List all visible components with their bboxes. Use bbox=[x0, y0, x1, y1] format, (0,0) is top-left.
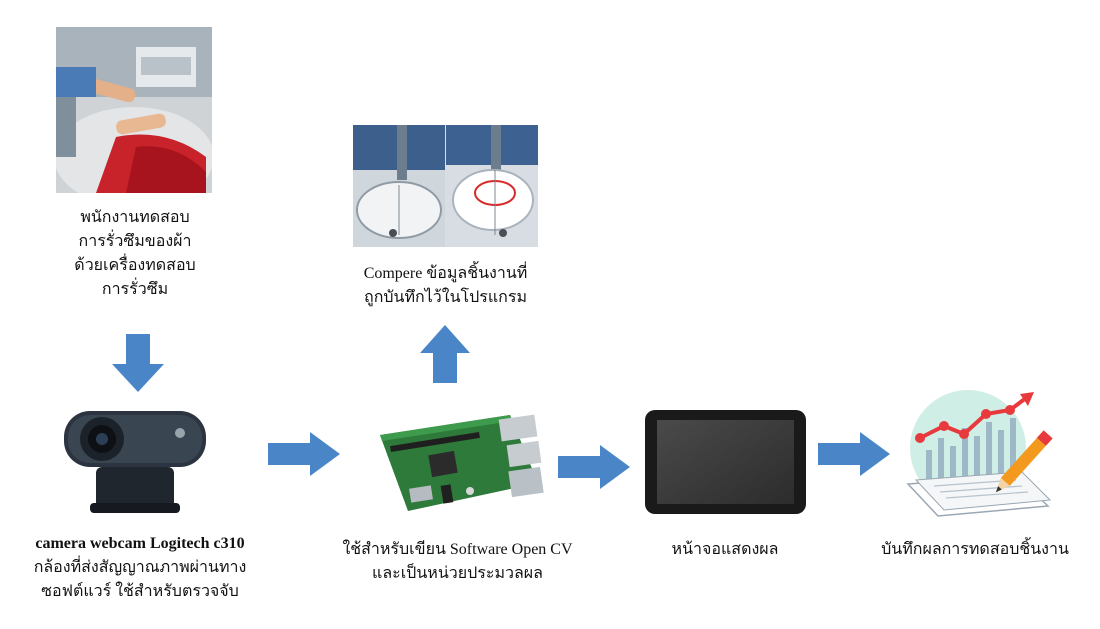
compare-caption: Compere ข้อมูลชิ้นงานที่ ถูกบันทึกไว้ในโ… bbox=[363, 265, 528, 306]
arrow-down-icon bbox=[112, 334, 164, 392]
operator-caption: พนักงานทดสอบ การรั่วซึมของผ้า ด้วยเครื่อ… bbox=[74, 209, 196, 298]
record-caption: บันทึกผลการทดสอบชิ้นงาน bbox=[881, 541, 1069, 558]
display-caption: หน้าจอแสดงผล bbox=[671, 541, 779, 558]
board-caption: ใช้สำหรับเขียน Software Open CV และเป็นห… bbox=[342, 541, 573, 582]
arrow-up-icon bbox=[420, 325, 470, 383]
compare-photo bbox=[353, 125, 538, 247]
arrow-right-icon bbox=[818, 432, 890, 476]
raspberry-pi-board-image bbox=[370, 405, 545, 520]
camera-caption: camera webcam Logitech c310 กล้องที่ส่งส… bbox=[33, 535, 247, 600]
webcam-image bbox=[60, 405, 210, 517]
display-screen-image bbox=[643, 408, 808, 516]
arrow-right-icon bbox=[268, 432, 340, 476]
operator-photo bbox=[56, 27, 212, 193]
report-chart-icon bbox=[898, 388, 1058, 523]
arrow-right-icon bbox=[558, 445, 630, 489]
